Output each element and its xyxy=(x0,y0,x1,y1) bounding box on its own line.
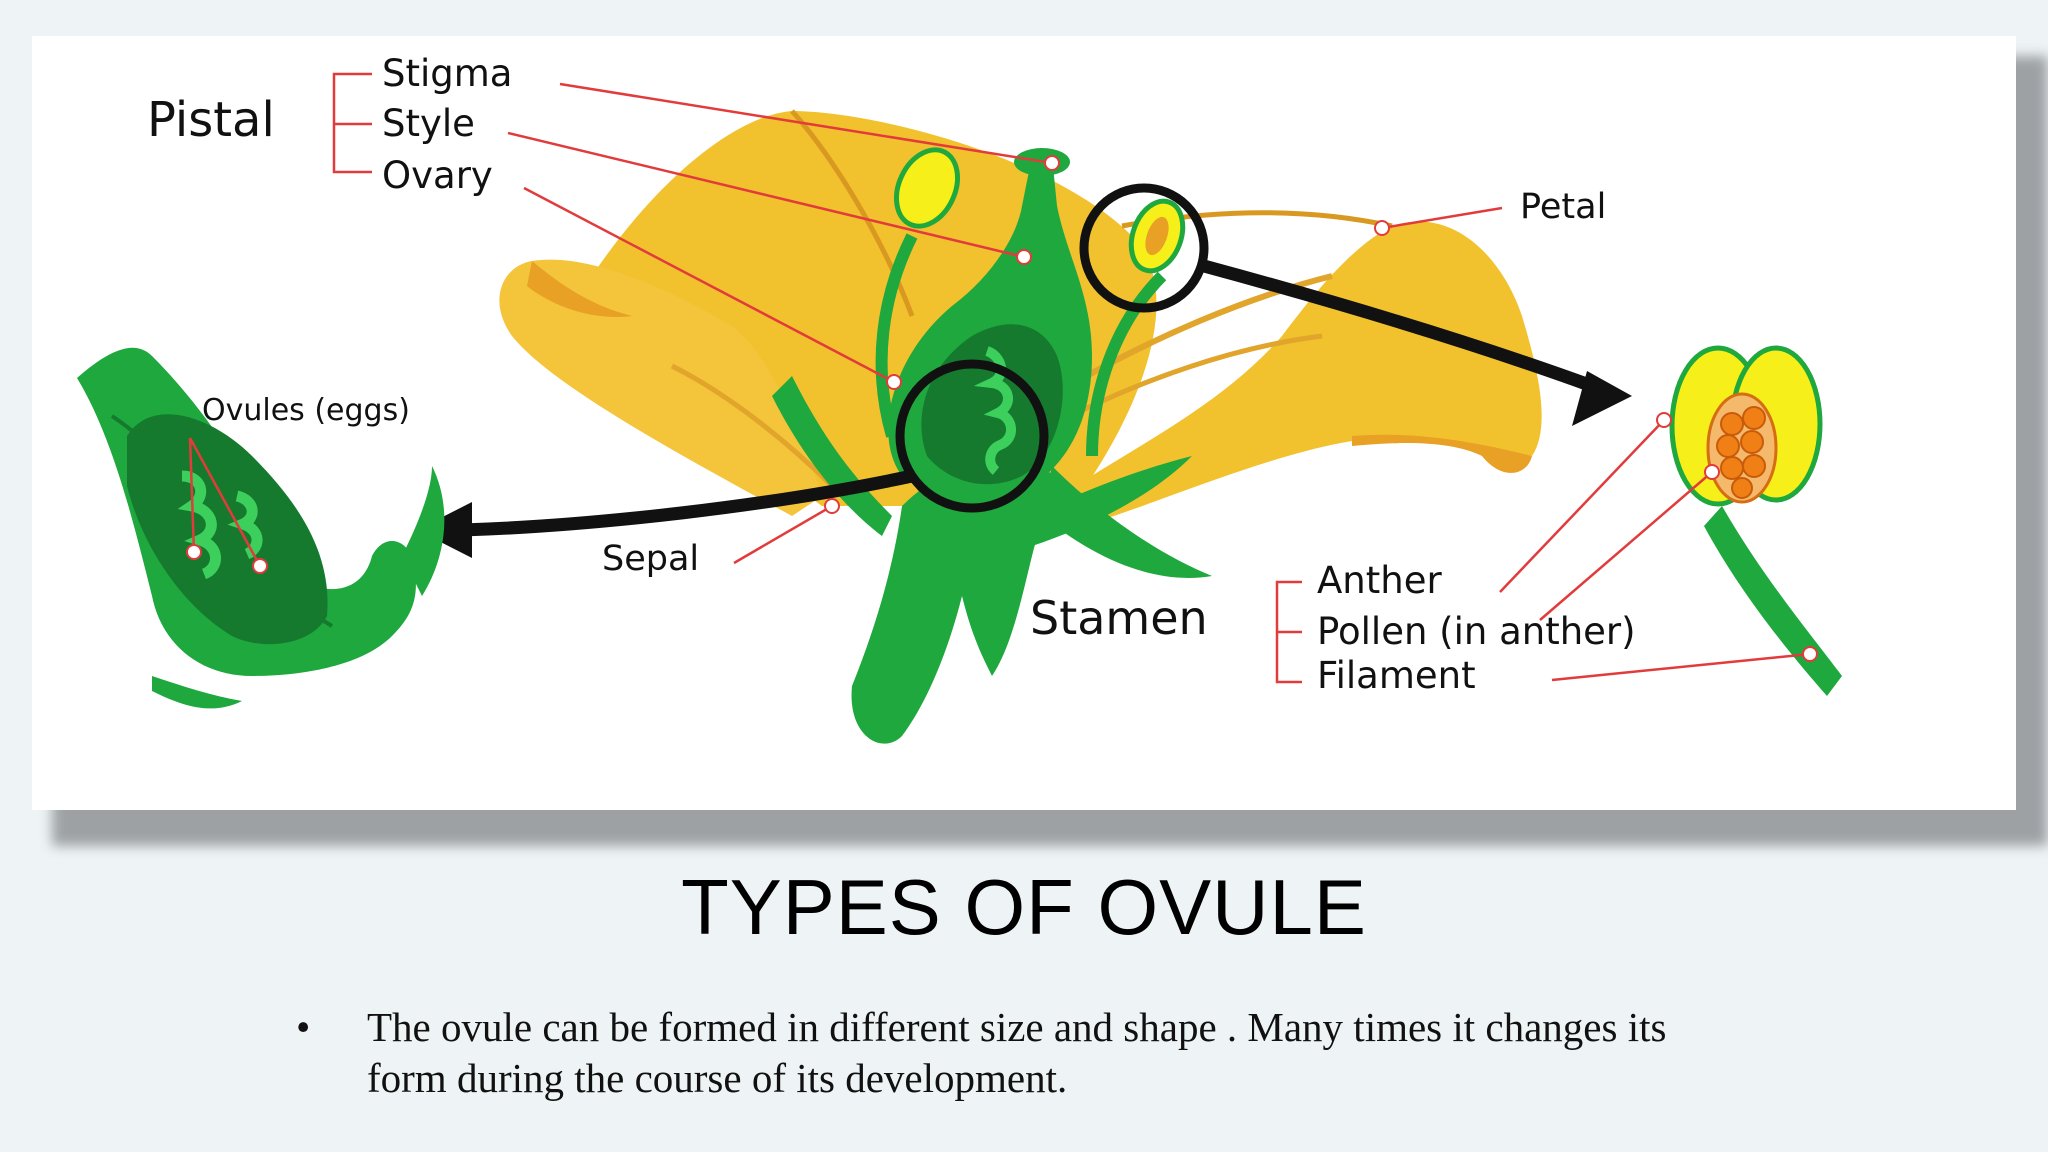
label-ovary: Ovary xyxy=(382,154,493,197)
leader-dots xyxy=(186,155,1818,662)
label-style: Style xyxy=(382,102,475,145)
anther-cross-section xyxy=(1669,345,1842,696)
bullet-text: The ovule can be formed in different siz… xyxy=(367,1004,1667,1101)
label-anther: Anther xyxy=(1317,559,1442,602)
slide-title: TYPES OF OVULE xyxy=(681,863,1367,951)
bullet-item: • The ovule can be formed in different s… xyxy=(296,1002,1725,1104)
label-pistal: Pistal xyxy=(147,92,275,148)
label-petal: Petal xyxy=(1520,187,1606,227)
zoom-callouts xyxy=(417,183,1632,558)
label-brackets xyxy=(332,72,1302,684)
leader-lines xyxy=(188,82,1811,682)
label-pollen: Pollen (in anther) xyxy=(1317,610,1636,653)
ovary-cross-section xyxy=(77,347,445,709)
flower-diagram-svg: Pistal Stigma Style Ovary Ovules (eggs) … xyxy=(77,52,1842,744)
label-sepal: Sepal xyxy=(602,539,699,579)
stamens xyxy=(875,147,1186,457)
label-stigma: Stigma xyxy=(382,52,512,95)
flower-diagram: Pistal Stigma Style Ovary Ovules (eggs) … xyxy=(32,36,2016,810)
bullet-symbol: • xyxy=(296,1004,311,1050)
sepals-and-receptacle xyxy=(772,376,1212,744)
label-filament: Filament xyxy=(1317,654,1476,697)
diagram-labels: Pistal Stigma Style Ovary Ovules (eggs) … xyxy=(147,52,1636,697)
label-stamen: Stamen xyxy=(1030,591,1208,645)
label-ovules: Ovules (eggs) xyxy=(202,393,410,428)
